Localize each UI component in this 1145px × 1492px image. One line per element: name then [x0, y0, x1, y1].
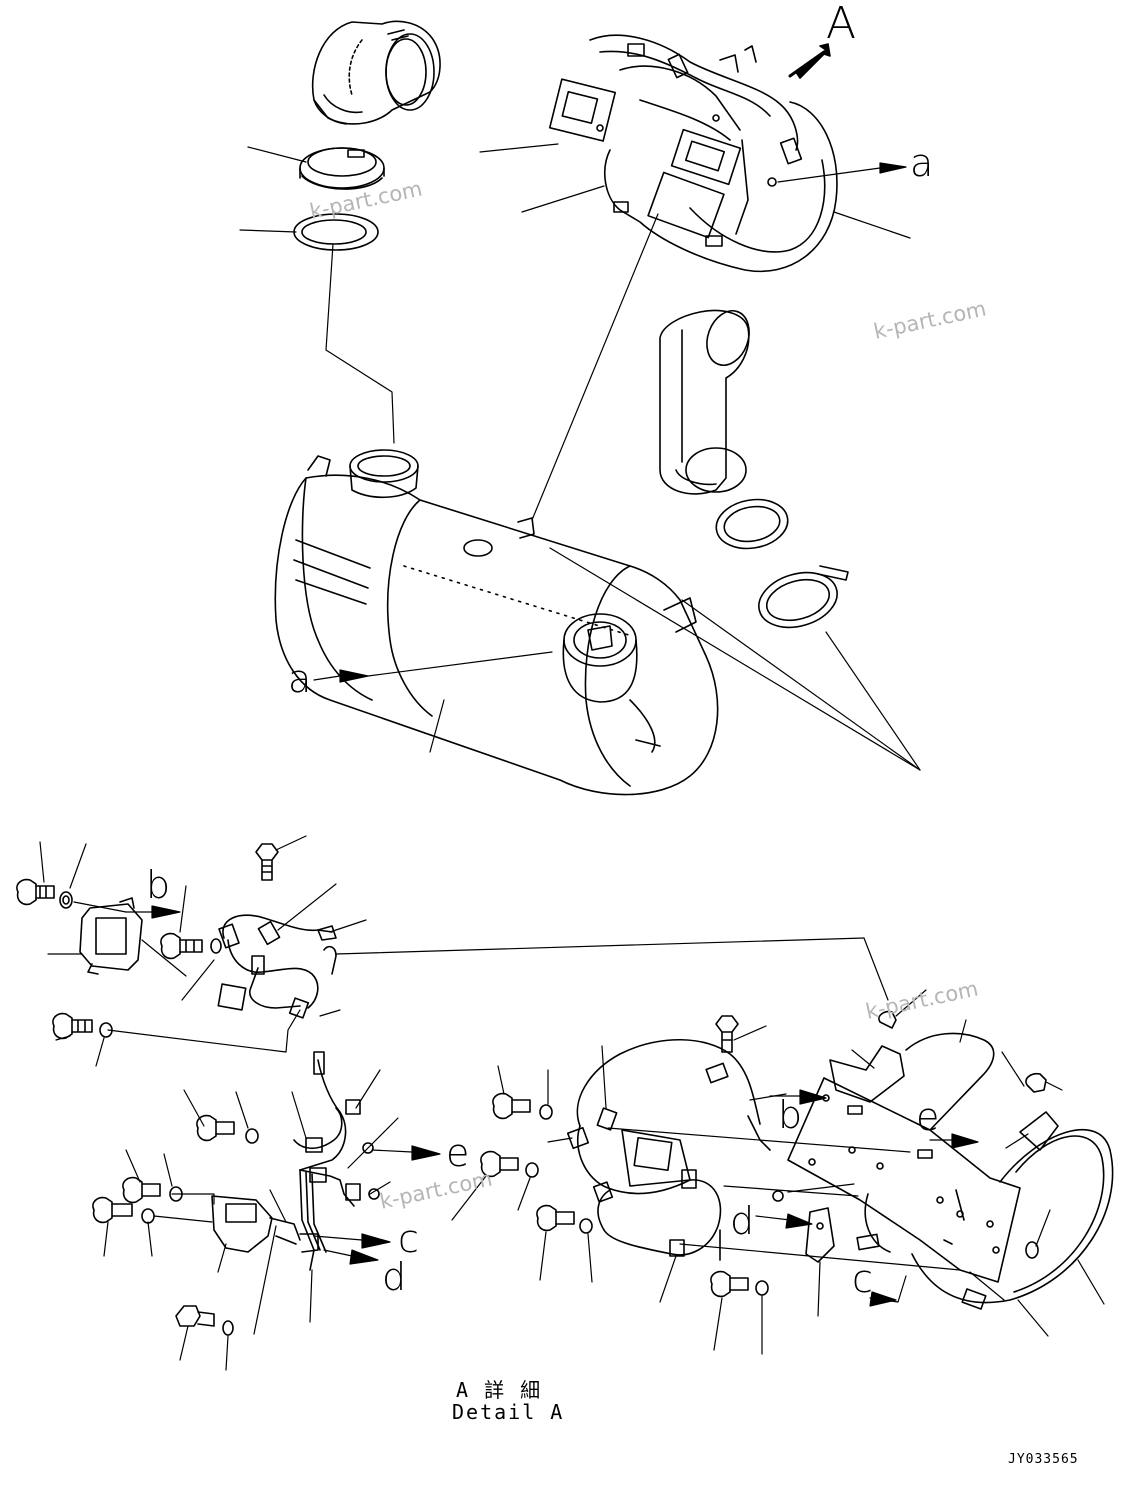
- mounting-band: [856, 1010, 1114, 1310]
- callout-a-top: a: [910, 141, 934, 185]
- outlet-gasket: [715, 498, 789, 550]
- bolts-washers-left: [16, 843, 279, 1040]
- callout-e-right: e: [916, 1095, 940, 1139]
- sensor-module-left-2: [211, 1195, 301, 1253]
- callout-c-left: c: [398, 1217, 419, 1261]
- leader-lines-top-right: [479, 143, 911, 521]
- leader-lines-bottom-right: [451, 989, 1105, 1355]
- callout-a-left: a: [288, 657, 312, 701]
- gasket: [293, 213, 379, 251]
- leader-lines-muffler: [313, 547, 921, 771]
- sensor-module-left: [79, 897, 143, 975]
- outlet-clamp: [758, 565, 849, 629]
- bolts-washers-right: [480, 1015, 769, 1298]
- muffler-body: [274, 449, 719, 796]
- bracket-plate: [787, 1045, 1021, 1283]
- callout-d-right: d: [730, 1199, 755, 1243]
- inlet-elbow-pipe: [311, 20, 441, 125]
- view-label-a: A: [826, 0, 857, 49]
- harness-left-2: [293, 1051, 380, 1271]
- callout-c-right: c: [852, 1257, 873, 1301]
- leader-lines-bottom-left: [39, 835, 889, 1371]
- harness-right: [566, 1039, 771, 1261]
- callout-b: b: [146, 863, 171, 907]
- pipe-clamp-ring: [299, 147, 385, 190]
- detail-title-en: Detail A: [452, 1400, 565, 1424]
- callout-d-left: d: [382, 1255, 407, 1299]
- bolts-washers-left-2: [92, 1114, 259, 1336]
- view-arrow-a: [788, 43, 831, 79]
- callout-b-right: b: [778, 1093, 803, 1137]
- small-bracket-right: [772, 1190, 835, 1263]
- detail-title-jp: A 詳 細: [456, 1378, 543, 1402]
- leader-lines-top-left: [239, 146, 395, 444]
- outlet-pipe: [659, 309, 750, 495]
- harness-left-1: [217, 914, 337, 1019]
- callout-e-left: e: [446, 1131, 470, 1175]
- drawing-code: JY033565: [1008, 1452, 1079, 1467]
- sensor-bracket-assembly: [548, 34, 838, 273]
